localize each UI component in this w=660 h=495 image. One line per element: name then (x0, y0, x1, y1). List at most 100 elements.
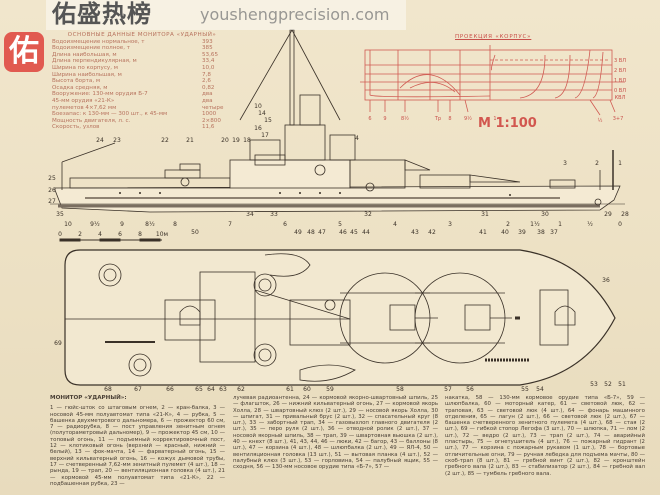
spec-row: Высота борта, м 2,6 (52, 78, 232, 85)
scale-bar-label: 10м (156, 231, 168, 238)
station-mark: 1½ (530, 221, 540, 228)
spec-row: 45-мм орудия «21-К»два (52, 98, 232, 105)
station-mark: 6 (283, 221, 287, 228)
spec-value: 2×800 (202, 117, 221, 124)
lines-station-label: 9 (383, 116, 386, 122)
scale-bar-label: 2 (78, 231, 82, 238)
watermark-url: youshengprecision.com (200, 5, 390, 24)
waterline-label: 1 ВЛ (614, 78, 626, 84)
callout-number: 39 (518, 229, 526, 236)
callout-number: 65 (195, 386, 203, 393)
callout-number: 14 (258, 110, 266, 117)
spec-value: 0,82 (202, 84, 215, 91)
lines-station-label: 3+7 (613, 116, 624, 122)
spec-value: 10,0 (202, 64, 215, 71)
spec-label: Ширина наибольшая, м (52, 71, 122, 78)
callout-number: 29 (604, 211, 612, 218)
callout-number: 43 (411, 229, 419, 236)
callout-number: 64 (207, 386, 215, 393)
caption-text-1: 1 — гюйс-шток со штаговым огнем, 2 — кра… (50, 405, 225, 487)
station-mark: 8 (173, 221, 177, 228)
callout-number: 61 (286, 386, 294, 393)
callout-number: 51 (618, 381, 626, 388)
callout-number: 45 (350, 229, 358, 236)
watermark-backdrop (46, 0, 406, 30)
callout-number: 49 (294, 229, 302, 236)
callout-number: 18 (243, 137, 251, 144)
callout-number: 35 (56, 211, 64, 218)
station-mark: 5 (338, 221, 342, 228)
waterline-label: 2 ВЛ (614, 68, 626, 74)
spec-value: 33,4 (202, 58, 215, 65)
callout-number: 23 (113, 137, 121, 144)
callout-number: 31 (481, 211, 489, 218)
side-view (50, 29, 625, 213)
lines-station-label: 1 (493, 116, 496, 122)
station-mark: 7 (228, 221, 232, 228)
callout-number: 52 (604, 381, 612, 388)
callout-number: 27 (48, 198, 56, 205)
callout-number: 25 (48, 175, 56, 182)
caption-text-3: накатка, 58 — 130-мм кормовое орудие тип… (445, 395, 645, 477)
lines-station-label: ½ (598, 117, 603, 124)
callout-number: 19 (232, 137, 240, 144)
waterline-label: 0 ВЛ (614, 88, 626, 94)
spec-value: два (202, 91, 213, 98)
callout-number: 53 (590, 381, 598, 388)
spec-row: Мощность двигателя, л. с. 2×800 (52, 118, 232, 125)
spec-label: пулеметов 4×7,62 мм (52, 104, 117, 111)
spec-label: Длина наибольшая, м (52, 51, 117, 58)
station-mark: 8½ (145, 221, 155, 228)
specs-title: ОСНОВНЫЕ ДАННЫЕ МОНИТОРА «УДАРНЫЙ» (67, 32, 217, 38)
callout-number: 40 (501, 229, 509, 236)
lines-station-label: 8½ (401, 115, 409, 122)
lines-station-ticks (369, 99, 616, 116)
callout-number: 17 (261, 132, 269, 139)
callout-number: 46 (339, 229, 347, 236)
callout-number: 48 (307, 229, 315, 236)
callout-number: 1 (618, 160, 622, 167)
station-mark: 9½ (90, 221, 100, 228)
spec-label: Ширина по корпусу, м (52, 64, 119, 71)
station-mark: 10 (64, 221, 72, 228)
callout-number: 15 (264, 117, 272, 124)
callout-number: 36 (602, 277, 610, 284)
callout-number: 2 (595, 160, 599, 167)
callout-number: 42 (428, 229, 436, 236)
callout-number: 28 (621, 211, 629, 218)
spec-label: Водоизмещение нормальное, т (52, 38, 145, 45)
lines-plan-title: ПРОЕКЦИЯ «КОРПУС» (455, 34, 532, 40)
callout-number: 60 (303, 386, 311, 393)
callout-number: 22 (161, 137, 169, 144)
spec-value: 11,6 (202, 124, 215, 131)
spec-label: Водоизмещение полное, т (52, 45, 131, 52)
watermark-logo: 佑 (4, 32, 44, 72)
lines-station-label: 9½ (464, 115, 472, 122)
caption-column-3: накатка, 58 — 130-мм кормовое орудие тип… (445, 395, 645, 477)
spec-label: Мощность двигателя, л. с. (52, 117, 131, 124)
spec-label: Высота борта, м (52, 78, 101, 85)
callout-number: 34 (246, 211, 254, 218)
lines-station-label: Тр (434, 116, 441, 122)
spec-value: 2,6 (202, 78, 211, 85)
scale-bar-label: 0 (58, 231, 62, 238)
callout-number: 56 (466, 386, 474, 393)
waterline-label: 3 ВЛ (614, 58, 626, 64)
callout-number: 62 (237, 386, 245, 393)
spec-label: Осадка средняя, м (52, 84, 108, 91)
watermark-brand: 佑盛热榜 (52, 0, 152, 28)
callout-number: 44 (362, 229, 370, 236)
callout-number: 63 (219, 386, 227, 393)
station-mark: ½ (587, 221, 593, 228)
callout-number: 50 (191, 229, 199, 236)
